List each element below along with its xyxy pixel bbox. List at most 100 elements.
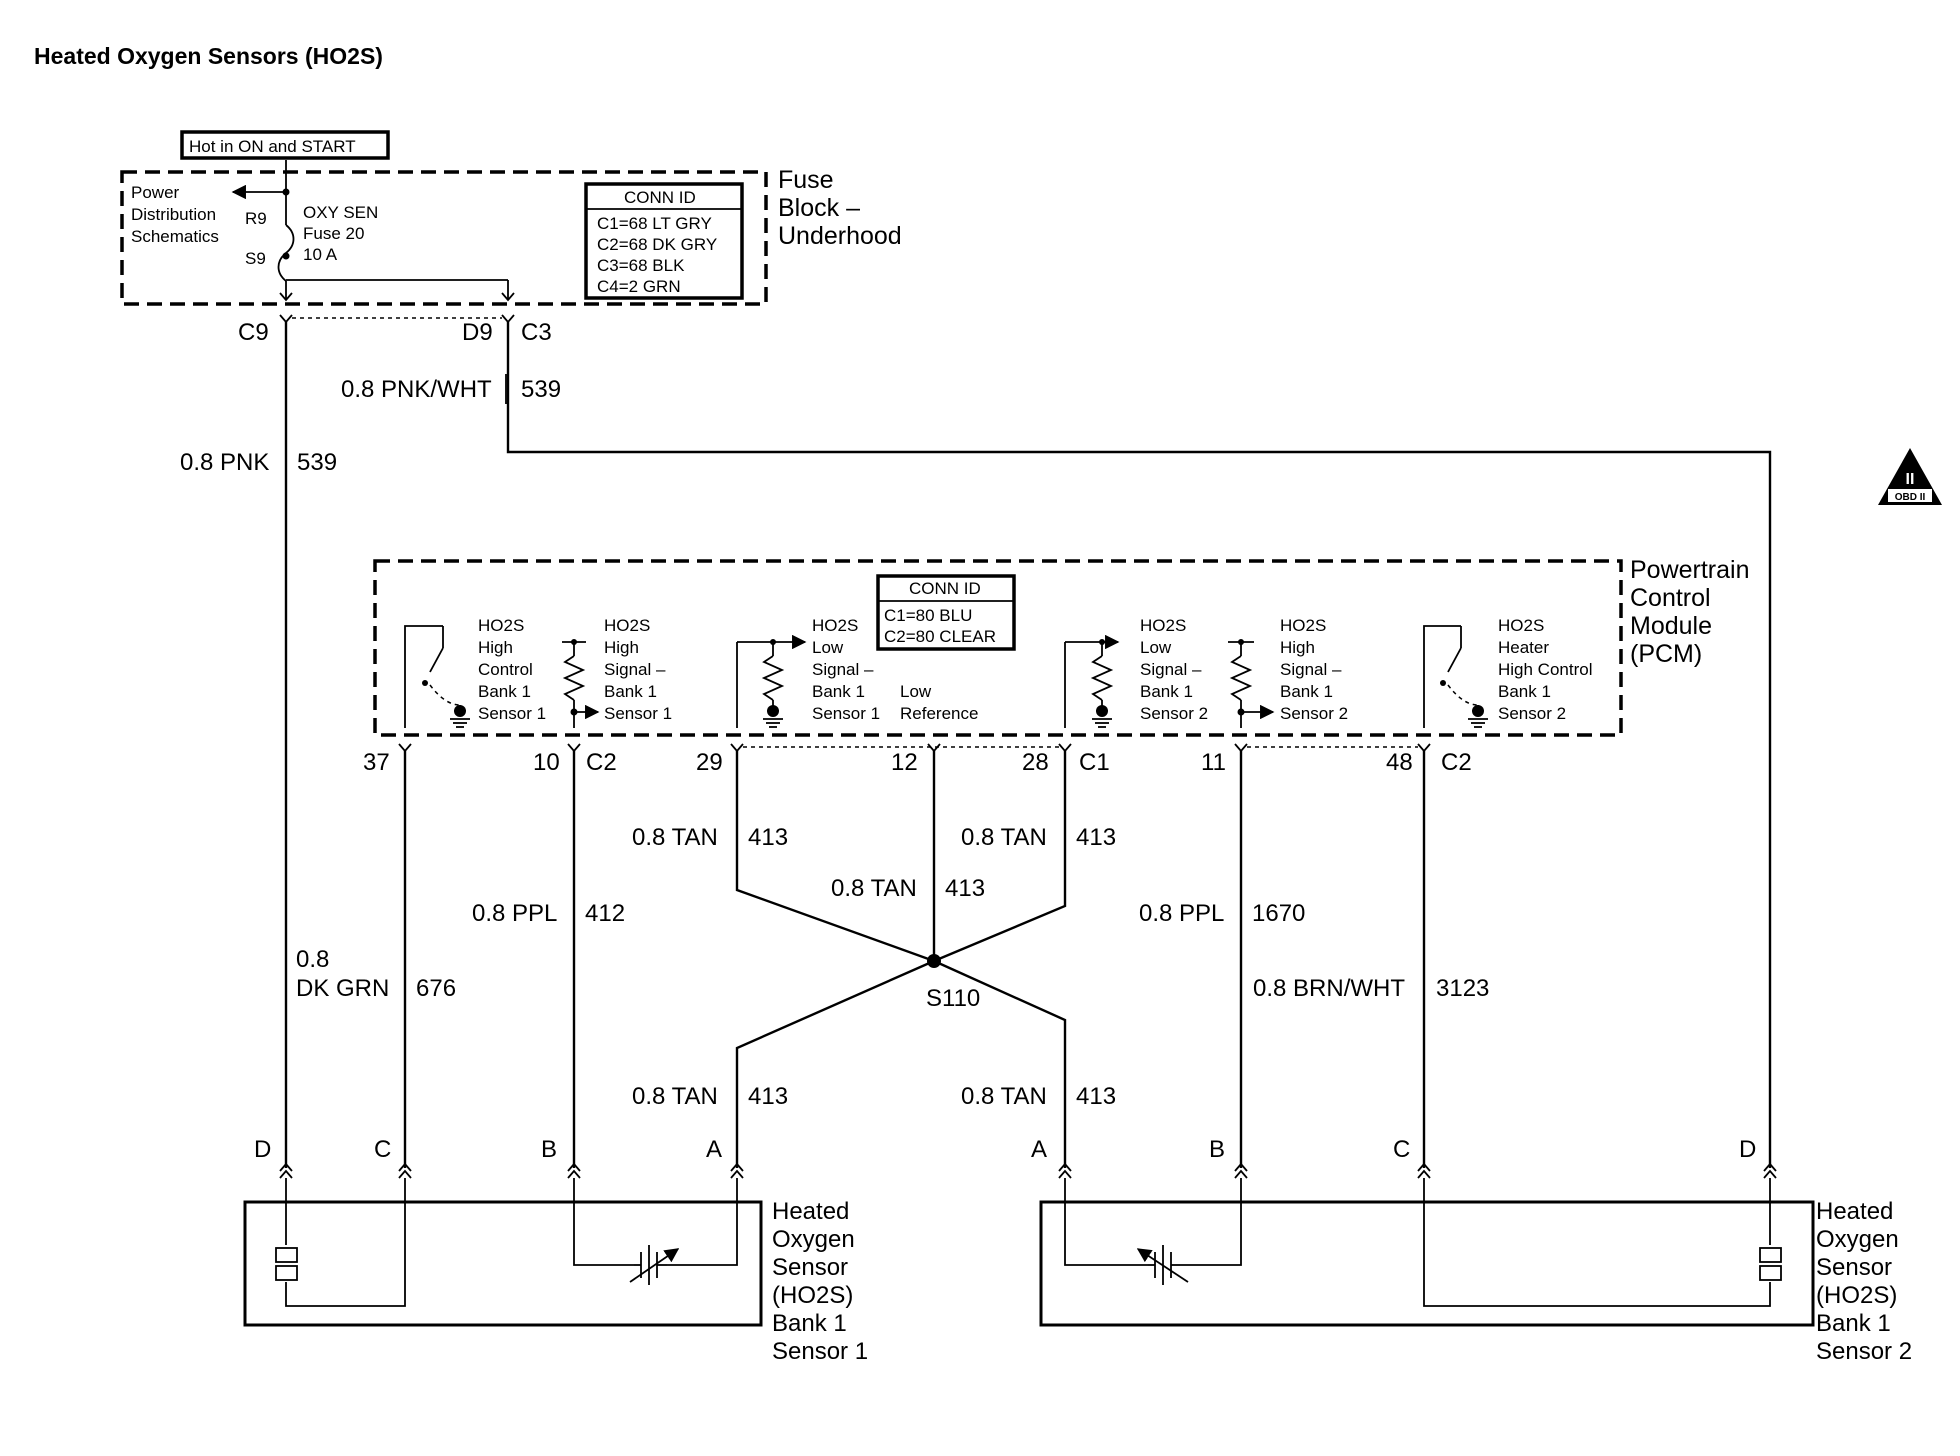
pin-28-chevron — [1058, 743, 1072, 753]
s2-pin-a-chevron — [1058, 1162, 1072, 1179]
fuse-conn-id-box — [584, 182, 744, 300]
pcm-label-3: Module — [1630, 612, 1712, 640]
s2-signal-lead-b — [1180, 1178, 1242, 1266]
s2-pin-a-label: A — [1031, 1136, 1047, 1163]
wire-pnk-wht-539 — [506, 322, 1772, 1168]
circuit-6-line-2: Heater — [1498, 638, 1549, 657]
circuit-2-line-2: High — [604, 638, 639, 657]
fuse-block-label-3: Underhood — [778, 222, 902, 250]
pcm-circuit-low-signal-s2 — [1064, 634, 1120, 728]
circuit-1-line-2: High — [478, 638, 513, 657]
wire-ppl1-size: 0.8 PPL — [472, 900, 557, 927]
circuit-3-line-5: Sensor 1 — [812, 704, 880, 723]
circuit-4-line-3: Signal – — [1140, 660, 1202, 679]
sensor-2-outline — [1039, 1200, 1815, 1327]
circuit-4-line-4: Bank 1 — [1140, 682, 1193, 701]
pcm-conn-id-line-1: C1=80 BLU — [884, 606, 972, 625]
switch-6-blade — [1447, 647, 1462, 673]
pds-label-2: Distribution — [131, 205, 216, 224]
s1-pin-b-chevron — [567, 1162, 581, 1179]
r9-label: R9 — [245, 209, 267, 228]
s2-variable-arrow-icon — [1136, 1248, 1189, 1283]
wire-pnk-wht-number: 539 — [521, 376, 561, 403]
pin-c2b-label: C2 — [1441, 749, 1472, 776]
fuse-conn-id-line-2: C2=68 DK GRY — [597, 235, 717, 254]
circuit-6-line-4: Bank 1 — [1498, 682, 1551, 701]
pcm-circuit-high-signal-s2 — [1228, 639, 1275, 728]
pcm-conn-id-header: CONN ID — [909, 579, 981, 598]
s1-pin-c-label: C — [374, 1136, 391, 1163]
switch-1-contact — [422, 680, 428, 686]
wire-tan-413-a — [735, 751, 935, 963]
pcm-conn-id-line-2: C2=80 CLEAR — [884, 627, 996, 646]
fuse-conn-id-line-3: C3=68 BLK — [597, 256, 685, 275]
sensor-1-label-3: Sensor — [772, 1254, 848, 1281]
wire-dkgrn-size-2: DK GRN — [296, 975, 389, 1002]
switch-6-contact — [1440, 680, 1446, 686]
fuse-conn-id-header: CONN ID — [624, 188, 696, 207]
fuse-conn-id-line-4: C4=2 GRN — [597, 277, 681, 296]
wire-tan1-size: 0.8 TAN — [632, 824, 718, 851]
s2-heater-icon-b — [1759, 1265, 1782, 1281]
circuit-1-wire — [404, 625, 443, 728]
circuit-6-line-3: High Control — [1498, 660, 1593, 679]
obd-top: II — [1906, 471, 1915, 488]
low-ref-line-2: Reference — [900, 704, 978, 723]
circuit-1-line-5: Sensor 1 — [478, 704, 546, 723]
wire-pnk-number: 539 — [297, 449, 337, 476]
s1-pin-d-label: D — [254, 1136, 271, 1163]
hot-label: Hot in ON and START — [189, 137, 356, 156]
s1-heater-icon-b — [275, 1265, 298, 1281]
wire-pnk-wht-size: 0.8 PNK/WHT — [341, 376, 492, 403]
obd-bottom: OBD II — [1895, 492, 1926, 503]
signal-wires — [403, 751, 1426, 1168]
pcm-label-2: Control — [1630, 584, 1711, 612]
wire-tan5-number: 413 — [1076, 1083, 1116, 1110]
pin-29-label: 29 — [696, 749, 723, 776]
pin-11-chevron — [1234, 743, 1248, 753]
circuit-2-line-1: HO2S — [604, 616, 650, 635]
sensor-1-label-5: Bank 1 — [772, 1310, 847, 1337]
wire-tan4-number: 413 — [748, 1083, 788, 1110]
s1-pin-a-label: A — [706, 1136, 722, 1163]
sensor-2-label-5: Bank 1 — [1816, 1310, 1891, 1337]
fuse-block-label-2: Block – — [778, 194, 860, 222]
circuit-5-line-3: Signal – — [1280, 660, 1342, 679]
circuit-2-line-3: Signal – — [604, 660, 666, 679]
pcm-conn-id-box — [876, 574, 1016, 651]
pin-d9-label: D9 — [462, 319, 493, 346]
circuit-6-wire — [1423, 625, 1461, 728]
sensor-1 — [243, 1178, 763, 1327]
pcm-circuit-high-signal-s1 — [562, 639, 600, 728]
wire-ppl2-size: 0.8 PPL — [1139, 900, 1224, 927]
s2-heater-icon-a — [1759, 1247, 1782, 1263]
pcm-circuit-heater-control-s2 — [1423, 625, 1488, 728]
pin-48-chevron — [1417, 743, 1431, 753]
fuse-bottom-node — [282, 252, 290, 260]
pin-c9-chevron — [279, 314, 293, 324]
pcm-label-1: Powertrain — [1630, 556, 1750, 584]
sensor-1-label-2: Oxygen — [772, 1226, 855, 1253]
wire-ppl1-number: 412 — [585, 900, 625, 927]
obd-label-bg — [1888, 489, 1932, 502]
pcm: Powertrain Control Module (PCM) CONN ID … — [373, 556, 1750, 737]
wire-tan-413-b — [933, 751, 1067, 963]
fuse-top-node — [282, 188, 290, 196]
circuit-5-line-5: Sensor 2 — [1280, 704, 1348, 723]
fuse-block-outline — [120, 170, 768, 306]
splice-label: S110 — [926, 985, 980, 1012]
pin-11-label: 11 — [1201, 749, 1226, 776]
s1-pin-d-chevron — [279, 1162, 293, 1179]
resistor-icon-2 — [562, 655, 586, 701]
fuse-name-1: OXY SEN — [303, 203, 378, 222]
sensor-1-outline — [243, 1200, 763, 1327]
ground-1-node — [454, 705, 466, 717]
wire-tan-413-d — [933, 959, 1067, 1168]
wire-tan3-size: 0.8 TAN — [961, 824, 1047, 851]
pin-d9-chevron — [501, 314, 515, 324]
sensor-1-label-4: (HO2S) — [772, 1282, 853, 1309]
pcm-label-4: (PCM) — [1630, 640, 1702, 668]
s1-pin-a-chevron — [730, 1162, 744, 1179]
wire-brnwht-size: 0.8 BRN/WHT — [1253, 975, 1405, 1002]
wire-pnk-size: 0.8 PNK — [180, 449, 269, 476]
